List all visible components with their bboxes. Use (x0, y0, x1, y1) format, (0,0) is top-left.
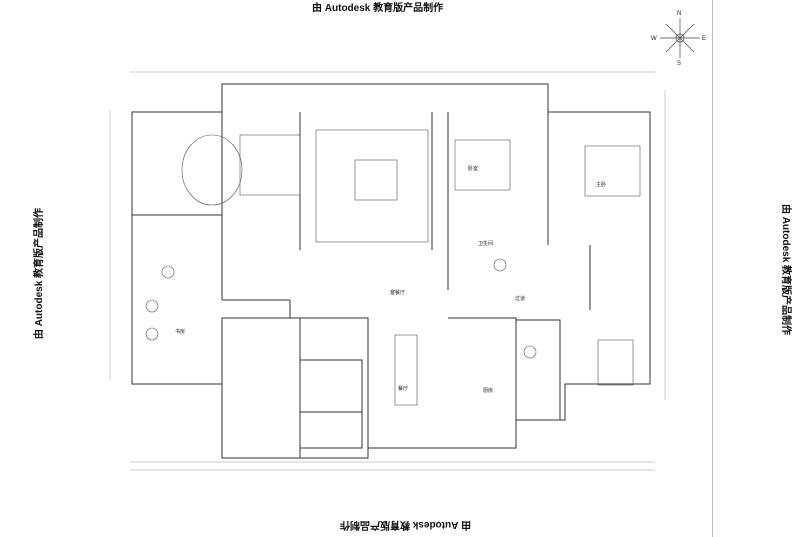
furniture (145, 129, 641, 406)
room-label: 客餐厅 (390, 289, 405, 296)
compass-e: E (702, 36, 706, 42)
room-label: 卧室 (468, 165, 478, 172)
room-label: 卫生间 (478, 240, 493, 247)
dimension-lines (109, 71, 666, 471)
sheet-border-line (712, 0, 713, 537)
room-label: 书房 (175, 328, 185, 335)
compass-w: W (651, 36, 657, 42)
watermark-top: 由 Autodesk 教育版产品制作 (312, 3, 444, 14)
room-label: 餐厅 (398, 385, 408, 392)
compass-icon: N S E W (651, 11, 706, 67)
room-label: 厨房 (483, 387, 493, 394)
walls (131, 83, 651, 459)
compass-s: S (677, 61, 681, 67)
room-label: 主卧 (596, 181, 606, 188)
compass-n: N (677, 11, 681, 17)
room-label: 过道 (515, 295, 525, 302)
